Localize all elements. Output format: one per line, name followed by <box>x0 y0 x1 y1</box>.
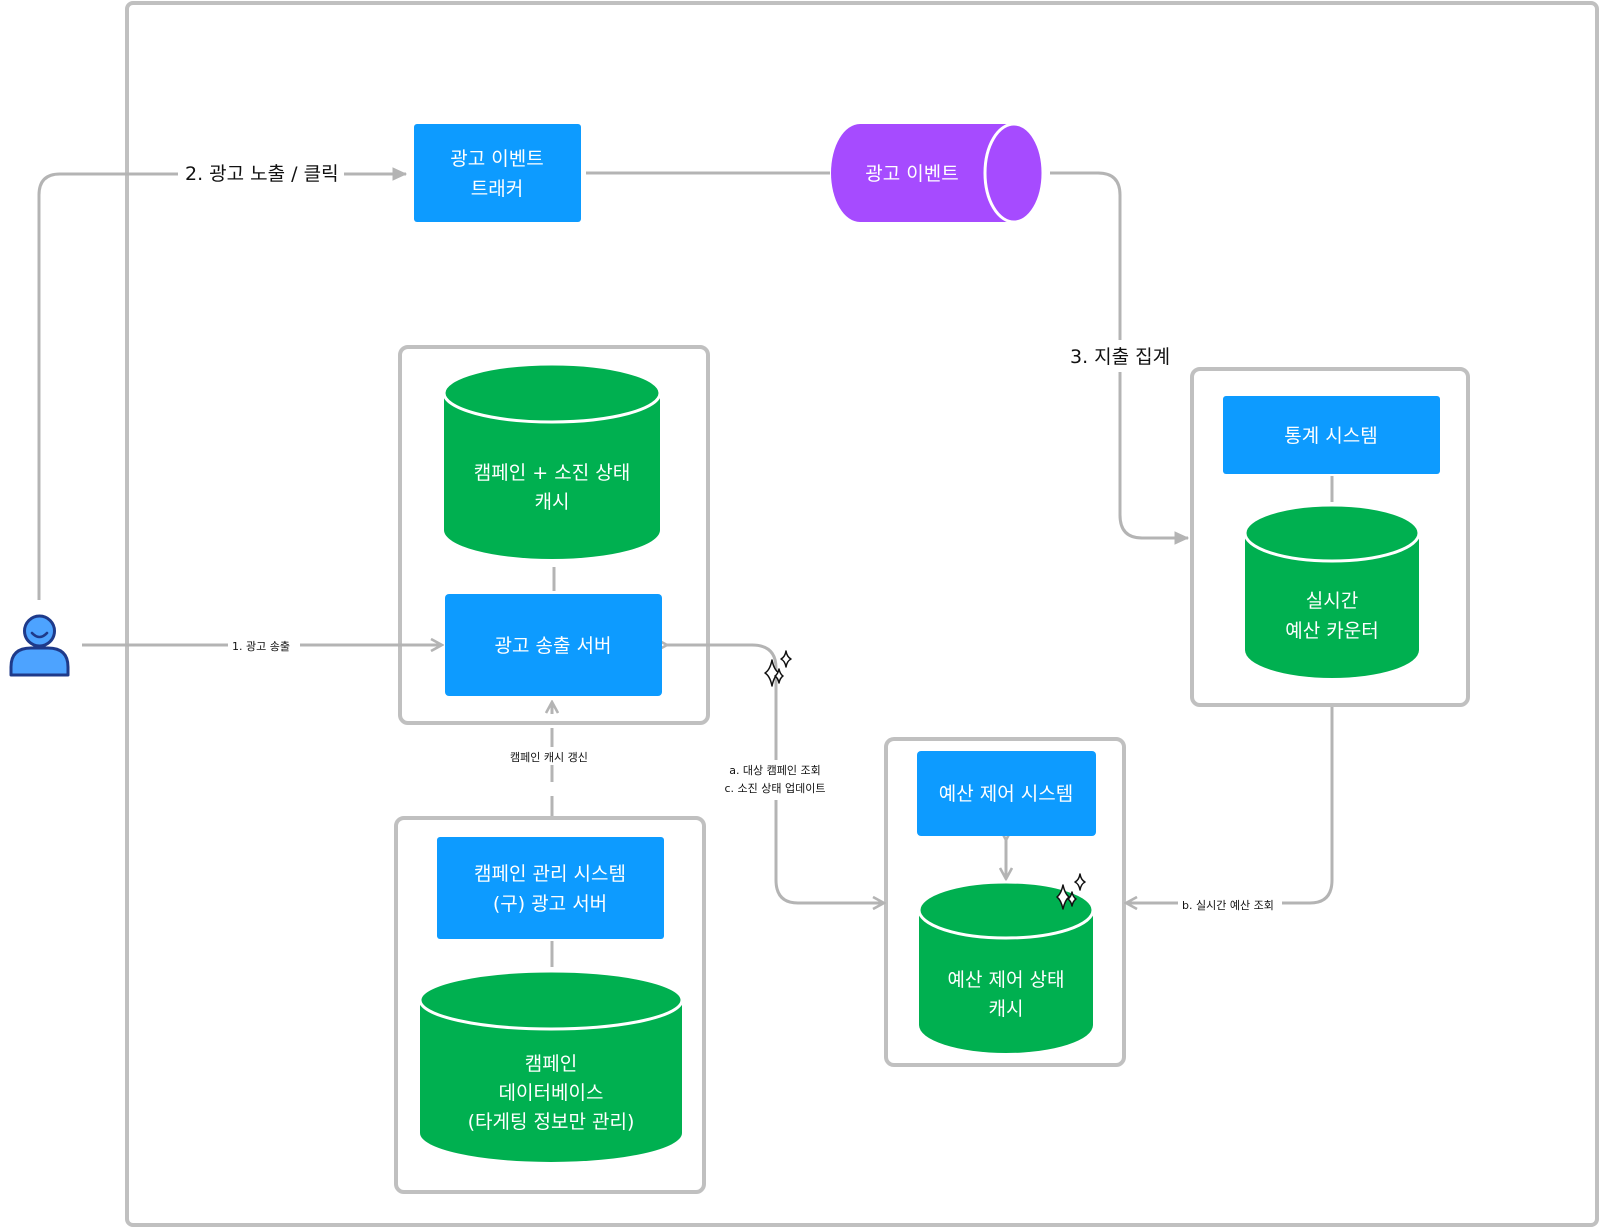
edge-label-campaign-cache-refresh: 캠페인 캐시 갱신 <box>510 751 588 764</box>
campaign-cache-label-1: 캠페인 + 소진 상태 <box>474 462 630 484</box>
budget-control-cache-label-1: 예산 제어 상태 <box>948 969 1065 991</box>
user-icon[interactable] <box>9 614 70 677</box>
system-boundary <box>125 1 1599 1227</box>
campaign-db-label-1: 캠페인 <box>525 1053 577 1075</box>
campaign-database[interactable]: 캠페인 데이터베이스 (타게팅 정보만 관리) <box>418 969 684 1162</box>
edge-impression-click <box>37 167 408 600</box>
edge-label-impression-click: 2. 광고 노출 / 클릭 <box>185 163 339 185</box>
budget-control-cache[interactable]: 예산 제어 상태 캐시 <box>917 880 1095 1053</box>
edge-label-spend-aggregate: 3. 지출 집계 <box>1070 346 1170 368</box>
stats-system-label: 통계 시스템 <box>1284 425 1377 447</box>
campaign-mgmt-system-label-1: 캠페인 관리 시스템 <box>474 863 626 885</box>
edge-label-lookup-update-2: c. 소진 상태 업데이트 <box>725 782 826 795</box>
edge-label-realtime-budget-lookup: b. 실시간 예산 조회 <box>1182 899 1274 912</box>
ad-serving-server[interactable]: 광고 송출 서버 <box>445 594 662 696</box>
realtime-budget-counter[interactable]: 실시간 예산 카운터 <box>1243 503 1421 678</box>
edge-realtime-budget-lookup <box>1126 707 1334 903</box>
ad-event-tracker[interactable]: 광고 이벤트 트래커 <box>414 124 581 222</box>
campaign-db-label-2: 데이터베이스 <box>499 1082 604 1104</box>
realtime-budget-counter-label-2: 예산 카운터 <box>1285 620 1378 642</box>
campaign-db-label-3: (타게팅 정보만 관리) <box>468 1111 635 1133</box>
sparkle-icon <box>764 650 792 687</box>
ad-event-tracker-label-1: 광고 이벤트 <box>450 148 543 170</box>
realtime-budget-counter-label-1: 실시간 <box>1306 590 1358 612</box>
budget-control-cache-label-2: 캐시 <box>989 998 1024 1020</box>
ad-event-tracker-label-2: 트래커 <box>471 178 523 200</box>
campaign-cache-label-2: 캐시 <box>535 491 570 513</box>
campaign-cache-cylinder[interactable]: 캠페인 + 소진 상태 캐시 <box>442 362 662 559</box>
ad-event-queue-label: 광고 이벤트 <box>865 163 958 185</box>
ad-event-queue[interactable]: 광고 이벤트 <box>831 122 1045 224</box>
stats-system[interactable]: 통계 시스템 <box>1223 396 1440 474</box>
campaign-mgmt-system-label-2: (구) 광고 서버 <box>493 893 607 915</box>
budget-control-system[interactable]: 예산 제어 시스템 <box>917 751 1096 836</box>
ad-serving-server-label: 광고 송출 서버 <box>495 635 612 657</box>
edge-label-lookup-update-1: a. 대상 캠페인 조회 <box>729 764 821 777</box>
sparkle-icon <box>1056 873 1086 910</box>
campaign-mgmt-system[interactable]: 캠페인 관리 시스템 (구) 광고 서버 <box>437 837 664 939</box>
budget-control-system-label: 예산 제어 시스템 <box>939 783 1073 805</box>
edge-label-ad-serve: 1. 광고 송출 <box>232 640 290 653</box>
